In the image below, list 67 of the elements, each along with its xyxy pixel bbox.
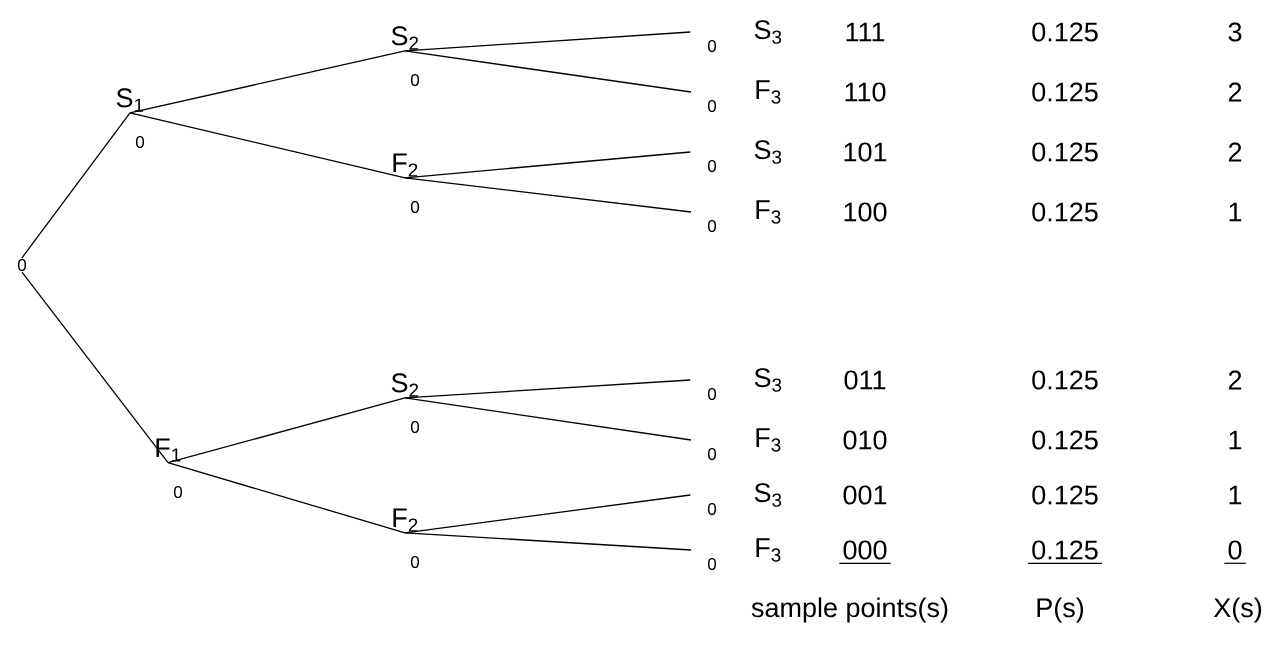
outcome-label: F$_{3}$: [756, 80, 781, 104]
table-cell: 3: [1228, 22, 1242, 42]
node-value: 0: [135, 136, 145, 148]
table-cell: 001: [843, 485, 887, 505]
table-cell: 1: [1229, 430, 1242, 450]
branch-line: [404, 31, 691, 52]
outcome-label: S$_{3}$: [754, 20, 782, 44]
branch-line: [167, 462, 406, 534]
node-value: 0: [707, 100, 717, 112]
table-cell: 0.125: [1032, 485, 1098, 505]
branch-line: [129, 50, 406, 114]
table-cell: 110: [845, 82, 886, 102]
node-value: 0: [707, 388, 717, 400]
node-value: 0: [707, 558, 717, 570]
table-cell: 111: [846, 22, 885, 42]
table-cell: 0.125: [1032, 202, 1098, 222]
branch-line: [21, 271, 169, 464]
table-cell: 2: [1228, 82, 1242, 102]
node-value: 0: [410, 556, 420, 568]
node-value: 0: [707, 160, 717, 172]
outcome-label: S$_{3}$: [754, 140, 782, 164]
table-cell: 0.125: [1032, 22, 1098, 42]
root-label: 0: [17, 259, 27, 271]
branch-label: F$_{2}$: [393, 153, 418, 177]
branch-line: [404, 532, 692, 551]
table-cell: 0.125: [1032, 142, 1098, 162]
branch-line: [404, 50, 692, 93]
table-cell: 100: [844, 202, 887, 222]
table-cell: 1: [1229, 485, 1242, 505]
column-header: P(s): [1037, 597, 1084, 623]
node-value: 0: [410, 201, 420, 213]
branch-line: [167, 397, 406, 464]
branch-label: F$_{1}$: [156, 438, 181, 462]
column-header: X(s): [1213, 597, 1262, 623]
branch-label: F$_{2}$: [393, 508, 418, 532]
branch-line: [21, 112, 131, 259]
table-cell: 0.125: [1032, 370, 1098, 390]
outcome-label: F$_{3}$: [756, 538, 781, 562]
table-cell: 000: [838, 540, 892, 564]
branch-line: [404, 177, 692, 213]
node-value: 0: [410, 421, 420, 433]
table-cell: 2: [1228, 142, 1242, 162]
table-cell: 0: [1223, 540, 1247, 564]
table-cell: 1: [1229, 202, 1242, 222]
outcome-label: F$_{3}$: [756, 200, 781, 224]
node-value: 0: [707, 40, 717, 52]
branch-label: S$_{2}$: [391, 26, 419, 50]
outcome-label: S$_{3}$: [754, 483, 782, 507]
table-cell: 010: [843, 430, 887, 450]
table-cell: 0.125: [1032, 82, 1098, 102]
branch-line: [129, 112, 406, 179]
node-value: 0: [707, 448, 717, 460]
table-cell: 011: [844, 370, 886, 390]
node-value: 0: [707, 503, 717, 515]
outcome-label: F$_{3}$: [756, 428, 781, 452]
table-cell: 0.125: [1027, 540, 1103, 564]
branch-label: S$_{2}$: [391, 373, 419, 397]
node-value: 0: [410, 73, 420, 86]
table-cell: 2: [1228, 370, 1242, 390]
branch-line: [404, 397, 692, 441]
table-cell: 101: [844, 142, 887, 162]
branch-line: [404, 379, 691, 399]
node-value: 0: [173, 486, 183, 498]
node-value: 0: [707, 220, 717, 232]
outcome-label: S$_{3}$: [754, 368, 782, 392]
table-cell: 0.125: [1032, 430, 1098, 450]
column-header: sample points(s): [751, 597, 948, 623]
